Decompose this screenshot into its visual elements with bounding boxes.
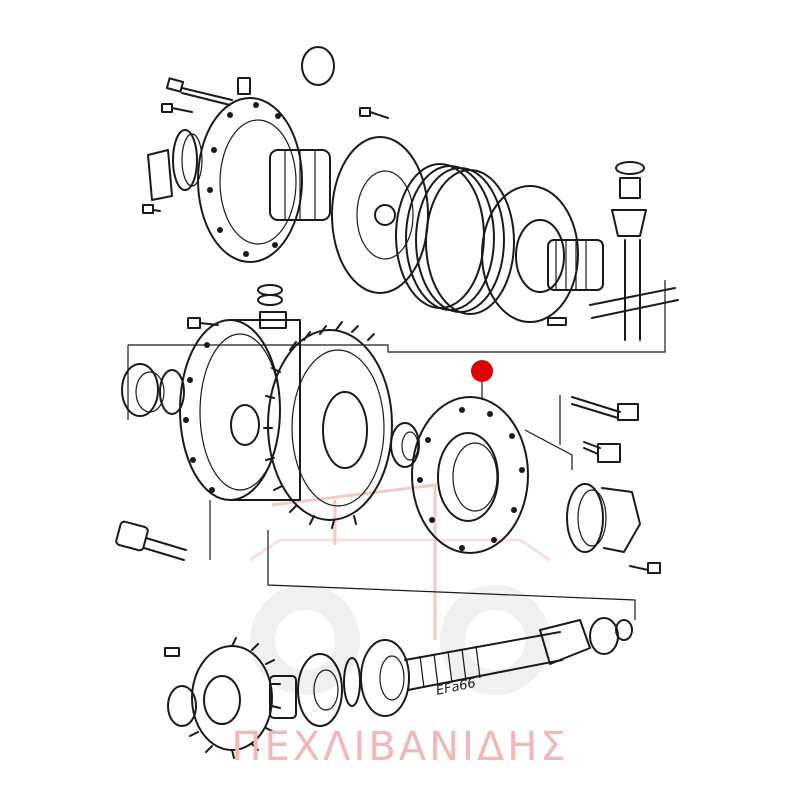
small-bolt-left	[161, 103, 193, 113]
clutch-plates	[395, 163, 515, 315]
watermark-text: ΠΕΧΛΙΒΑΝΙΔΗΣ	[231, 724, 568, 770]
pinion-shaft	[404, 631, 563, 691]
spacer	[269, 675, 297, 719]
roller-bearing	[269, 149, 331, 221]
cap-screw	[115, 520, 187, 561]
differential-spider	[589, 161, 679, 341]
internal-toothed-ring	[481, 185, 579, 323]
splined-side-gear	[547, 239, 604, 291]
shim	[343, 657, 361, 707]
small-bolt-bottom-left	[142, 204, 161, 214]
crown-wheel	[263, 321, 393, 529]
seal-ring	[172, 129, 198, 191]
leader-lines-lower	[209, 395, 636, 620]
middle-differential-assembly	[115, 284, 661, 574]
small-bolt-mid	[359, 107, 389, 119]
upper-hub-assembly	[142, 46, 679, 341]
o-ring	[301, 46, 335, 86]
long-bolt-top	[165, 77, 233, 106]
spur-gear	[189, 637, 281, 759]
small-pinion-gear	[121, 363, 185, 417]
part-marker-dot[interactable]	[471, 360, 493, 382]
seal-and-lock-clamp	[566, 483, 641, 553]
watermark-logo	[249, 483, 551, 695]
washer	[257, 284, 283, 296]
carrier-housing	[331, 136, 429, 294]
drive-pinion	[539, 617, 633, 665]
short-bolt-right	[583, 441, 621, 463]
housing-bolt	[187, 317, 219, 329]
bearing-cover-flange	[411, 396, 529, 554]
key	[164, 647, 180, 657]
shaft-nut	[167, 685, 197, 727]
differential-housing	[179, 319, 301, 501]
hub-flange	[197, 97, 303, 263]
taper-bearing-2	[360, 639, 410, 717]
long-bolt-right	[571, 396, 639, 421]
tiny-screw	[629, 562, 661, 574]
leader-lines-upper	[127, 280, 666, 420]
drawing-code-label: EFa66	[435, 676, 477, 699]
cover-bearing	[390, 422, 420, 468]
taper-bearing-1	[297, 653, 343, 727]
lower-pinion-shaft-assembly: EFa66	[164, 617, 633, 759]
lock-tab	[147, 149, 173, 201]
set-screw	[237, 77, 251, 95]
spring-pin	[547, 317, 567, 326]
